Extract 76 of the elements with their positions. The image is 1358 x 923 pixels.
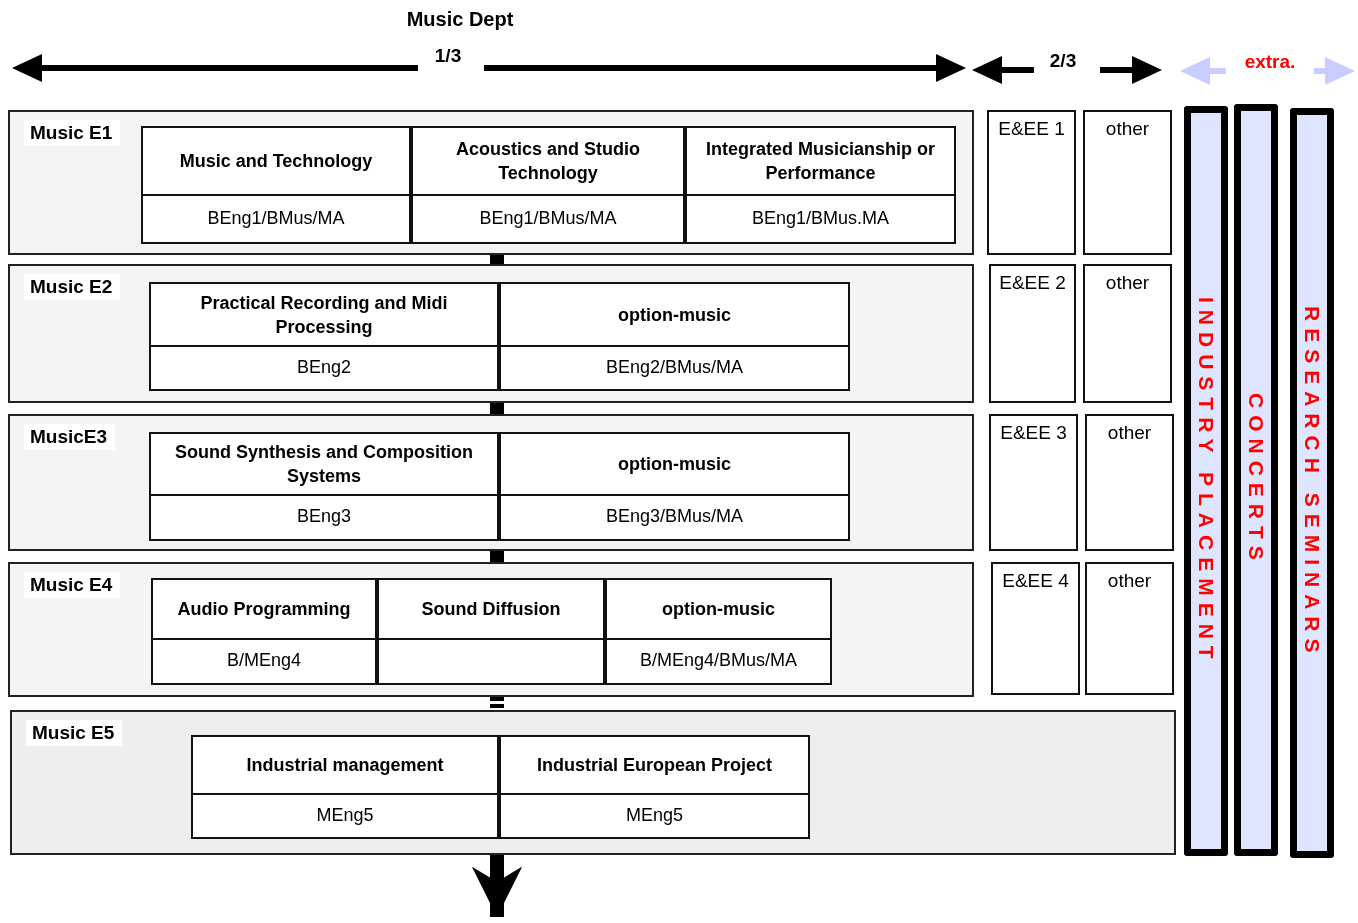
module-title: Industrial European Project [536,754,772,777]
degree-label: B/MEng4 [226,650,301,671]
module-box [499,282,850,391]
module-column [1083,264,1172,403]
module-title: Audio Programming [177,598,351,621]
activity-bar [1290,108,1334,858]
module-title: Sound Synthesis and Composition Systems [174,441,474,488]
year-panel [8,264,974,403]
year-label: Music E4 [24,572,121,598]
fraction-label: 2/3 [1049,50,1077,72]
activity-label: INDUSTRY PLACEMENT [1194,296,1218,666]
year-label: MusicE3 [24,424,116,450]
year-panel [8,414,974,551]
column-label: other [1105,118,1150,140]
module-title: option-music [662,598,775,621]
module-title: Music and Technology [179,150,373,173]
module-title: Integrated Musicianship or Performance [704,138,936,185]
module-title: Sound Diffusion [421,598,561,621]
degree-label: BEng2/BMus/MA [605,356,744,378]
module-column [989,264,1076,403]
activity-label: CONCERTS [1244,393,1268,567]
degree-label: BEng1/BMus/MA [479,207,617,229]
column-label: E&EE 1 [998,118,1065,140]
note-label: extra. [1244,51,1296,73]
module-box [191,735,499,839]
module-column [1085,414,1174,551]
year-label: Music E2 [24,274,121,300]
module-box [605,578,832,685]
heading: Music Dept [406,8,514,31]
activity-bar [1234,104,1278,856]
degree-label: BEng1/BMus/MA [207,207,345,229]
module-box [499,432,850,541]
degree-label: BEng3/BMus/MA [605,506,744,527]
degree-label: BEng2 [296,356,351,378]
activity-label: RESEARCH SEMINARS [1300,306,1324,660]
module-column [991,562,1080,695]
module-box [377,578,605,685]
module-title: Industrial management [246,754,444,777]
year-label: Music E1 [24,120,121,146]
module-column [1083,110,1172,255]
connector-line [490,551,504,562]
module-box [411,126,685,244]
module-box [151,578,377,685]
column-label: E&EE 2 [999,272,1066,294]
column-label: E&EE 3 [1000,422,1067,444]
module-box [149,282,499,391]
degree-label: MEng5 [316,804,374,826]
column-label: other [1107,570,1152,592]
year-panel [8,110,974,255]
module-box [499,735,810,839]
year-panel [10,710,1176,855]
module-title: option-music [618,303,731,327]
module-column [987,110,1076,255]
arrow [471,855,523,917]
module-column [989,414,1078,551]
degree-label: BEng3 [296,506,351,527]
module-box [141,126,411,244]
degree-label: BEng1/BMus.MA [751,207,890,229]
module-title: Acoustics and Studio Technology [455,138,641,185]
activity-bar [1184,106,1228,856]
fraction-label: 1/3 [434,45,462,67]
module-box [149,432,499,541]
module-box [685,126,956,244]
column-label: other [1107,422,1152,444]
connector-line [490,255,504,264]
year-label: Music E5 [26,720,123,746]
connector-line [490,697,504,710]
degree-label: B/MEng4/BMus/MA [639,650,798,671]
module-title: Practical Recording and Midi Processing [199,291,449,339]
year-panel [8,562,974,697]
connector-line [490,403,504,414]
degree-label: MEng5 [625,804,683,826]
module-title: option-music [618,453,731,476]
column-label: E&EE 4 [1002,570,1069,592]
column-label: other [1105,272,1150,294]
module-column [1085,562,1174,695]
